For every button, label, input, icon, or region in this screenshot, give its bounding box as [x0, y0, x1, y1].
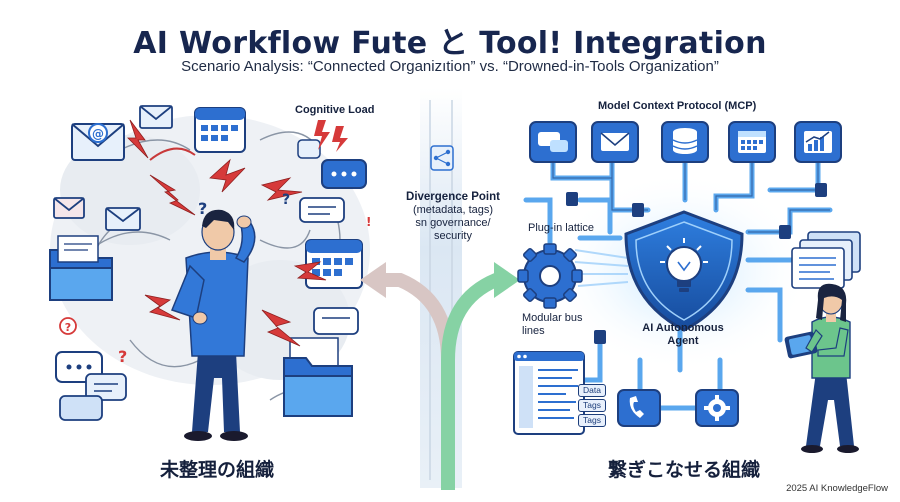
- stressed-person: [171, 209, 256, 441]
- question-icon: [59, 317, 77, 335]
- folder-icon: [283, 337, 353, 417]
- lightning-icon: [127, 119, 327, 347]
- envelope-icon: [53, 197, 85, 219]
- question-mark: ?: [118, 347, 127, 366]
- document-stack-icon: [791, 231, 861, 289]
- right-bottom-label: 繋ぎこなせる組織: [608, 459, 761, 481]
- data-tag: Tags: [578, 399, 606, 412]
- gear-small-icon: [695, 389, 739, 427]
- divergence-line: (metadata, tags): [412, 204, 494, 216]
- bus-lines-label: Modular bus lines: [522, 312, 583, 338]
- folder-icon: [49, 235, 113, 301]
- mcp-calendar-icon: [728, 121, 776, 163]
- svg-text:@: @: [92, 127, 104, 141]
- divergence-line: security: [434, 230, 472, 242]
- svg-text:?: ?: [65, 321, 71, 334]
- exclaim-mark: !: [366, 215, 371, 229]
- email-at-icon: @: [71, 123, 125, 161]
- mcp-database-icon: [661, 121, 709, 163]
- chat-bubble-icon: [321, 159, 367, 189]
- mcp-label: Model Context Protocol (MCP): [598, 100, 757, 112]
- chat-bubble-icon: [299, 197, 345, 223]
- cognitive-load-label: Cognitive Load: [295, 104, 375, 116]
- lightning-icon: [314, 120, 348, 152]
- envelope-icon: [105, 207, 141, 231]
- gear-icon: [517, 243, 583, 309]
- calendar-icon: [194, 107, 246, 153]
- divergence-line: sn governance/: [415, 217, 491, 229]
- mcp-email-icon: [591, 121, 639, 163]
- mcp-chart-icon: [794, 121, 842, 163]
- data-tag: Data: [578, 384, 606, 397]
- connector-box: [566, 183, 827, 344]
- data-tag: Tags: [578, 414, 606, 427]
- page-title: AI Workflow Fute と Tool! Integration: [133, 26, 767, 61]
- divergence-heading: Divergence Point: [406, 191, 500, 203]
- agent-label-line: Agent: [667, 335, 699, 347]
- bus-label-line: lines: [522, 325, 545, 337]
- question-mark: ?: [282, 192, 290, 208]
- divergence-point-text: Divergence Point (metadata, tags) sn gov…: [393, 191, 513, 243]
- phone-icon: [617, 389, 661, 427]
- fork-arrow: [360, 262, 520, 490]
- bus-label-line: Modular bus: [522, 312, 583, 324]
- left-bottom-label: 未整理の組織: [160, 459, 275, 481]
- chat-bubble-icon: [59, 395, 103, 421]
- footer-credit: 2025 AI KnowledgeFlow: [786, 483, 888, 494]
- chat-bubble-icon: [297, 139, 321, 159]
- envelope-icon: [139, 105, 173, 129]
- mcp-chat-icon: [529, 121, 577, 163]
- agent-label-line: AI Autonomous: [642, 322, 724, 334]
- chat-bubble-icon: [313, 307, 359, 335]
- light-streaks: [574, 249, 629, 287]
- divergence-icon: [430, 145, 454, 171]
- chat-bubble-icon: [85, 373, 127, 401]
- person-with-tablet: [784, 283, 859, 453]
- red-arrow: [149, 147, 196, 161]
- lightbulb-icon: [660, 238, 708, 292]
- dashboard-window-icon: [513, 351, 585, 435]
- plugin-lattice-label: Plug-in lattice: [528, 222, 595, 234]
- page-subtitle: Scenario Analysis: “Connected Organizıti…: [181, 58, 719, 75]
- agent-label: AI Autonomous Agent: [628, 322, 738, 348]
- question-mark: ?: [198, 199, 207, 218]
